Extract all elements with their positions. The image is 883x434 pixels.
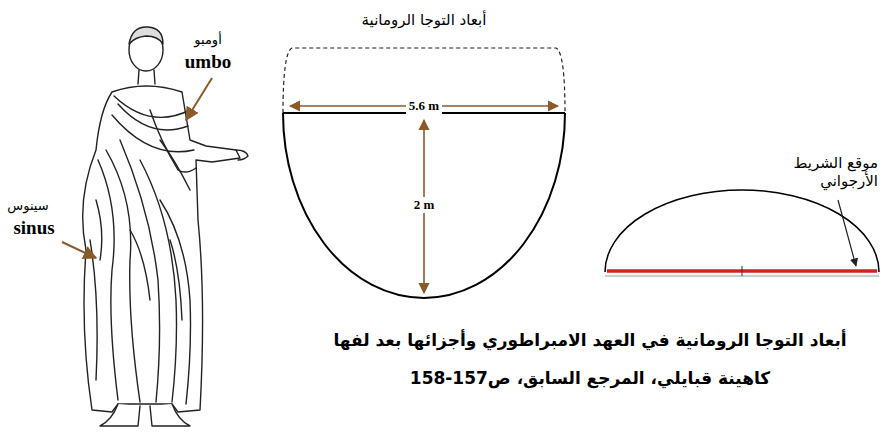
- part-name: umbo: [185, 51, 231, 74]
- part-name: سينوس: [7, 198, 48, 214]
- source-citation: كاهينة قبايلي، المرجع السابق، ص157-158: [410, 368, 770, 388]
- stripe-label: موقع الشريط الأرجواني: [758, 154, 878, 190]
- figure-caption: أبعاد التوجا الرومانية في العهد الامبراط…: [333, 330, 846, 350]
- sinus-pointer: [62, 242, 96, 258]
- umbo-pointer: [186, 78, 212, 120]
- center-tick: [742, 266, 743, 276]
- toga-figure: [83, 27, 248, 426]
- dimension-label: 5.6 m: [406, 98, 442, 114]
- part-name: أومبو: [194, 32, 222, 48]
- dimension-label: 2 m: [411, 197, 438, 213]
- stripe-leader: [838, 200, 856, 266]
- part-name: sinus: [13, 217, 54, 240]
- toga-semicircle: [283, 113, 565, 298]
- dashed-upper-part: [283, 48, 565, 113]
- small-toga: [605, 190, 879, 272]
- diagram-title: أبعاد التوجا الرومانية: [362, 11, 487, 29]
